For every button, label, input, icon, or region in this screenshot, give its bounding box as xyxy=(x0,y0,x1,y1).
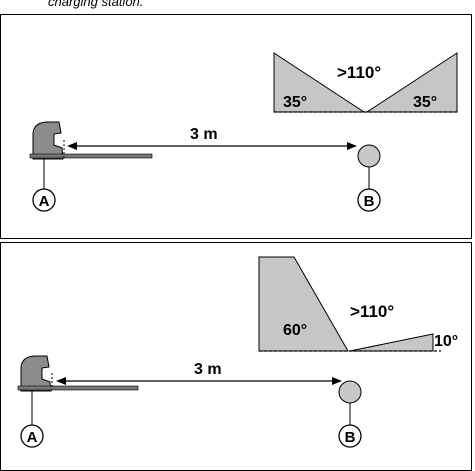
angle-total-bottom: >110° xyxy=(350,302,394,321)
distance-label-top: 3 m xyxy=(190,126,218,143)
marker-b-top xyxy=(357,188,381,212)
angle-left-bottom: 60° xyxy=(283,322,307,339)
right-slope-top xyxy=(365,52,458,113)
marker-a-label-top: A xyxy=(39,193,50,210)
angle-right-top: 35° xyxy=(413,94,437,111)
marker-a-top xyxy=(32,188,56,212)
slope-diagram-top: >110° 35° 35° xyxy=(273,52,458,113)
charging-station-icon xyxy=(357,144,381,168)
marker-a-label-bottom: A xyxy=(27,429,38,446)
angle-left-top: 35° xyxy=(283,94,307,111)
top-diagram: >110° 35° 35° 3 m A B xyxy=(29,52,458,212)
marker-b-label-bottom: B xyxy=(345,429,356,446)
right-slope-bottom xyxy=(349,333,434,352)
distance-arrow-bottom xyxy=(56,377,342,385)
slope-diagram-bottom: >110° 60° 10° xyxy=(258,256,458,352)
distance-arrow-top xyxy=(67,142,357,150)
mower-icon xyxy=(17,355,139,392)
marker-a-bottom xyxy=(20,424,44,448)
angle-right-bottom: 10° xyxy=(434,333,458,350)
angle-total-top: >110° xyxy=(337,63,381,82)
bottom-panel: >110° 60° 10° 3 m A B xyxy=(0,242,472,471)
charging-station-icon xyxy=(338,380,362,404)
marker-b-label-top: B xyxy=(364,193,375,210)
distance-label-bottom: 3 m xyxy=(194,361,222,378)
marker-b-bottom xyxy=(338,424,362,448)
left-slope-bottom xyxy=(258,256,349,352)
top-panel: >110° 35° 35° 3 m A B xyxy=(0,14,472,239)
bottom-diagram: >110° 60° 10° 3 m A B xyxy=(17,256,458,448)
mower-icon xyxy=(29,121,153,160)
figure-caption: charging station. xyxy=(48,0,144,9)
